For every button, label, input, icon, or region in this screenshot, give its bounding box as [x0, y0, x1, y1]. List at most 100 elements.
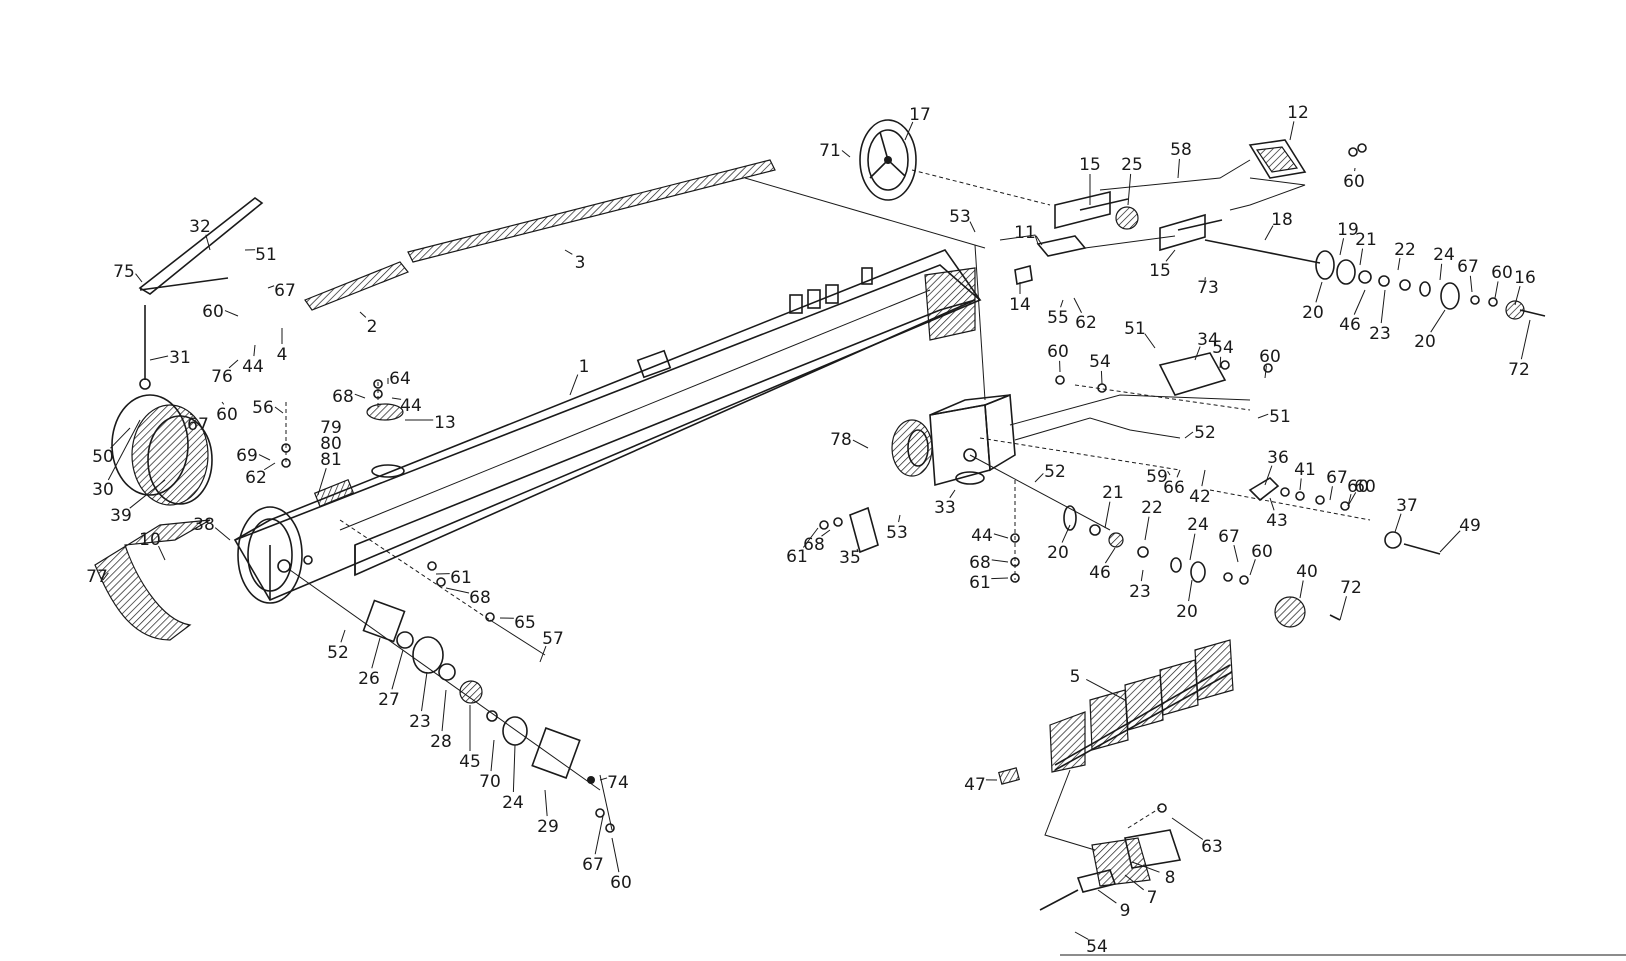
part-label-32: 32 [189, 217, 211, 237]
part-label-60c: 60 [1047, 342, 1069, 362]
leader-line-55 [1061, 300, 1063, 307]
part-label-64: 64 [389, 369, 411, 389]
leader-line-46a [1354, 290, 1365, 315]
elevator-housing [235, 250, 980, 603]
part-label-67a: 67 [274, 281, 296, 301]
part-label-68a: 68 [332, 387, 354, 407]
part-label-18: 18 [1271, 210, 1293, 230]
part-label-60a: 60 [1343, 172, 1365, 192]
leader-line-44c [994, 534, 1008, 538]
sprocket-25 [1116, 207, 1138, 229]
leader-line-52c [341, 630, 345, 642]
part-label-50: 50 [92, 447, 114, 467]
part-label-67e: 67 [1218, 527, 1240, 547]
part-label-54a: 54 [1089, 352, 1111, 372]
part-label-60i: 60 [610, 873, 632, 893]
part-label-40: 40 [1296, 562, 1318, 582]
part-label-24a: 24 [1433, 245, 1455, 265]
part-label-73: 73 [1197, 278, 1219, 298]
leader-line-15b [1166, 250, 1175, 261]
leader-line-22b [1145, 517, 1149, 540]
leader-line-58 [1178, 159, 1179, 178]
paddle-7-8-9 [1040, 804, 1180, 910]
leader-line-41 [1300, 478, 1301, 490]
part-label-74: 74 [607, 773, 629, 793]
part-label-38: 38 [193, 515, 215, 535]
leader-line-46b [1105, 548, 1115, 563]
part-label-13: 13 [434, 413, 456, 433]
part-label-67c: 67 [1457, 257, 1479, 277]
part-label-12: 12 [1287, 103, 1309, 123]
part-label-69: 69 [236, 446, 258, 466]
link-47 [999, 768, 1019, 784]
part-label-39: 39 [110, 506, 132, 526]
cover-12 [1250, 140, 1305, 178]
part-label-51b: 51 [1124, 319, 1146, 339]
part-label-52c: 52 [327, 643, 349, 663]
strap-32 [140, 198, 262, 294]
part-label-62a: 62 [1075, 313, 1097, 333]
leader-line-40 [1300, 580, 1303, 598]
leader-line-68d [992, 560, 1008, 562]
lower-shaft-axis [970, 455, 1110, 530]
leader-line-60h [225, 311, 238, 316]
part-label-72b: 72 [1340, 578, 1362, 598]
part-label-5: 5 [1070, 667, 1081, 687]
part-label-42: 42 [1189, 487, 1211, 507]
part-label-49: 49 [1459, 516, 1481, 536]
leader-line-42 [1202, 470, 1205, 486]
part-label-23b: 23 [409, 712, 431, 732]
part-label-26: 26 [358, 669, 380, 689]
leader-line-72a [1521, 320, 1530, 359]
frame-line-f [1010, 395, 1250, 425]
part-label-11: 11 [1014, 223, 1036, 243]
leader-line-78 [853, 440, 868, 448]
part-label-65: 65 [514, 613, 536, 633]
part-label-17: 17 [909, 105, 931, 125]
part-label-60b: 60 [1491, 263, 1513, 283]
part-label-10: 10 [139, 530, 161, 550]
part-label-46a: 46 [1339, 315, 1361, 335]
top-rail-3 [408, 160, 775, 262]
part-label-62b: 62 [245, 468, 267, 488]
pulley-axis [912, 170, 1050, 205]
part-label-44a: 44 [242, 357, 264, 377]
leader-line-67f [595, 816, 603, 854]
leader-line-70 [491, 740, 494, 771]
leader-line-67e [1234, 545, 1238, 562]
leader-line-60d [1265, 366, 1266, 378]
leader-line-44a [254, 345, 255, 356]
leader-line-71 [842, 150, 850, 157]
leader-line-36 [1265, 466, 1272, 485]
part-label-67d: 67 [1326, 468, 1348, 488]
gearbox-33 [892, 395, 1015, 485]
leader-line-61c [991, 578, 1008, 579]
part-label-76: 76 [211, 367, 233, 387]
part-label-29: 29 [537, 817, 559, 837]
leader-line-51b [1145, 334, 1155, 348]
part-label-8: 8 [1165, 868, 1176, 888]
part-label-66: 66 [1163, 478, 1185, 498]
leader-line-20d [1189, 580, 1192, 601]
leader-line-72b [1340, 596, 1346, 620]
leader-line-20b [1431, 310, 1445, 332]
part-label-45: 45 [459, 752, 481, 772]
part-label-68b: 68 [803, 535, 825, 555]
part-label-61c: 61 [969, 573, 991, 593]
part-label-22b: 22 [1141, 498, 1163, 518]
leader-line-23c [1141, 570, 1143, 581]
leader-line-69 [259, 455, 270, 460]
leader-line-12 [1290, 121, 1294, 140]
part-label-28: 28 [430, 732, 452, 752]
leader-line-29 [545, 790, 547, 816]
part-label-7: 7 [1147, 888, 1158, 908]
leader-line-23b [422, 672, 427, 711]
leader-line-3 [565, 250, 572, 254]
part-label-75: 75 [113, 262, 135, 282]
leader-line-33 [950, 490, 955, 498]
part-label-16: 16 [1514, 268, 1536, 288]
part-label-53a: 53 [949, 207, 971, 227]
part-label-15b: 15 [1149, 261, 1171, 281]
leader-line-60b [1495, 281, 1498, 298]
